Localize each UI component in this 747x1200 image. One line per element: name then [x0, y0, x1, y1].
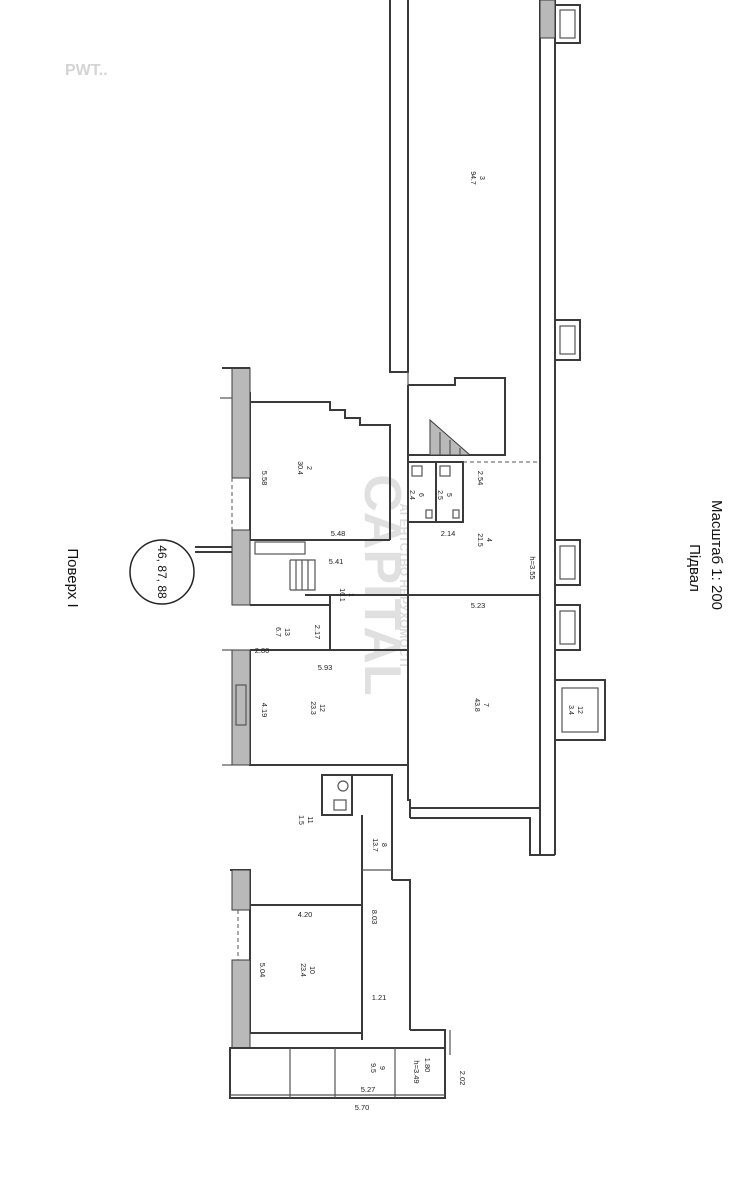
room-label-8: 8 13.7: [371, 838, 387, 852]
svg-text:1.5: 1.5: [297, 815, 304, 825]
svg-text:9.5: 9.5: [369, 1063, 376, 1073]
svg-text:2.4: 2.4: [408, 490, 415, 500]
svg-text:6.7: 6.7: [274, 627, 281, 637]
dim-5-04: 5.04: [258, 963, 267, 978]
svg-text:5: 5: [445, 493, 452, 497]
dim-h-3-49: h=3.49: [412, 1060, 421, 1083]
room-label-13: 13 6.7: [274, 627, 290, 637]
room-label-12-main: 12 23.3: [309, 701, 325, 715]
dimension-labels: 5.58 5.48 5.41 2.54 2.14 h=3.55 5.23 2.1…: [255, 471, 537, 1112]
room-label-12-niche: 12 3.4: [567, 705, 583, 715]
dim-h-3-55: h=3.55: [528, 556, 537, 579]
building-number-stamp: 46, 87, 88: [129, 539, 195, 605]
room-labels: 3 94.7 2 30.4 5 2.5 6 2.4 4 21.5 1 16.1 …: [274, 171, 583, 1073]
svg-text:11: 11: [306, 816, 313, 823]
room-label-6: 6 2.4: [408, 490, 424, 500]
room-label-4: 4 21.5: [476, 533, 492, 547]
svg-text:2: 2: [305, 466, 312, 470]
dim-8-03: 8.03: [370, 910, 379, 925]
room-7-walls: [407, 595, 555, 856]
room-label-10: 10 23.4: [299, 963, 315, 977]
svg-text:94.7: 94.7: [469, 171, 476, 185]
dim-2-54: 2.54: [476, 471, 485, 486]
dim-5-58: 5.58: [260, 471, 269, 486]
dim-5-27: 5.27: [361, 1085, 376, 1094]
room-1-walls: [195, 529, 390, 650]
room-label-5: 5 2.5: [436, 490, 452, 500]
dim-1-21: 1.21: [372, 993, 387, 1002]
room-label-3: 3 94.7: [469, 171, 485, 185]
stamp-text: 46, 87, 88: [155, 545, 169, 599]
svg-text:3: 3: [478, 176, 485, 180]
wc-block: [407, 461, 464, 523]
room-12-walls: [222, 649, 408, 766]
basement-level-label: Підвал: [686, 544, 703, 592]
svg-text:7: 7: [482, 703, 489, 707]
dim-5-48: 5.48: [331, 529, 346, 538]
room-label-2: 2 30.4: [296, 461, 312, 475]
watermark-corner-text: PWT..: [65, 62, 108, 79]
dim-4-20: 4.20: [298, 910, 313, 919]
room-2-walls: [220, 367, 391, 541]
room-9-walls: [229, 1029, 451, 1099]
svg-text:23.3: 23.3: [309, 701, 316, 715]
svg-text:13: 13: [283, 628, 290, 636]
room-label-11: 11 1.5: [297, 815, 313, 825]
svg-text:16.1: 16.1: [338, 588, 345, 602]
svg-text:23.4: 23.4: [299, 963, 306, 977]
dim-5-93: 5.93: [318, 663, 333, 672]
svg-text:43.8: 43.8: [473, 698, 480, 712]
dim-5-70: 5.70: [355, 1103, 370, 1112]
room-label-1: 1 16.1: [338, 588, 354, 602]
room-label-7: 7 43.8: [473, 698, 489, 712]
dim-4-19: 4.19: [260, 703, 269, 718]
svg-text:13.7: 13.7: [371, 838, 378, 852]
dim-2-02: 2.02: [458, 1071, 467, 1086]
dim-1-80: 1.80: [423, 1058, 432, 1073]
svg-text:9: 9: [378, 1066, 385, 1070]
dim-2-17: 2.17: [313, 625, 322, 640]
basement-outer-walls: [389, 0, 606, 855]
stair-steps: [289, 559, 316, 591]
svg-text:4: 4: [485, 538, 492, 542]
dim-5-23: 5.23: [471, 601, 486, 610]
room-4-walls: [390, 461, 540, 596]
svg-text:1: 1: [347, 593, 354, 597]
svg-text:3.4: 3.4: [567, 705, 574, 715]
corridor-8-walls: [321, 774, 411, 1040]
dim-2-80: 2.80: [255, 646, 270, 655]
room-label-9: 9 9.5: [369, 1063, 385, 1073]
floor-level-label: Поверх I: [64, 548, 81, 607]
room-10-walls: [230, 869, 362, 1049]
svg-text:8: 8: [380, 843, 387, 847]
svg-text:12: 12: [576, 706, 583, 714]
scale-label: Масштаб 1: 200: [708, 500, 725, 610]
svg-text:2.5: 2.5: [436, 490, 443, 500]
svg-text:12: 12: [318, 704, 325, 712]
dim-2-14: 2.14: [441, 529, 456, 538]
svg-text:21.5: 21.5: [476, 533, 483, 547]
svg-text:6: 6: [417, 493, 424, 497]
svg-text:10: 10: [308, 966, 315, 974]
dim-5-41: 5.41: [329, 557, 344, 566]
svg-text:30.4: 30.4: [296, 461, 303, 475]
stair-block: [408, 377, 506, 456]
watermark-main-text: CAPITAL: [353, 474, 411, 695]
